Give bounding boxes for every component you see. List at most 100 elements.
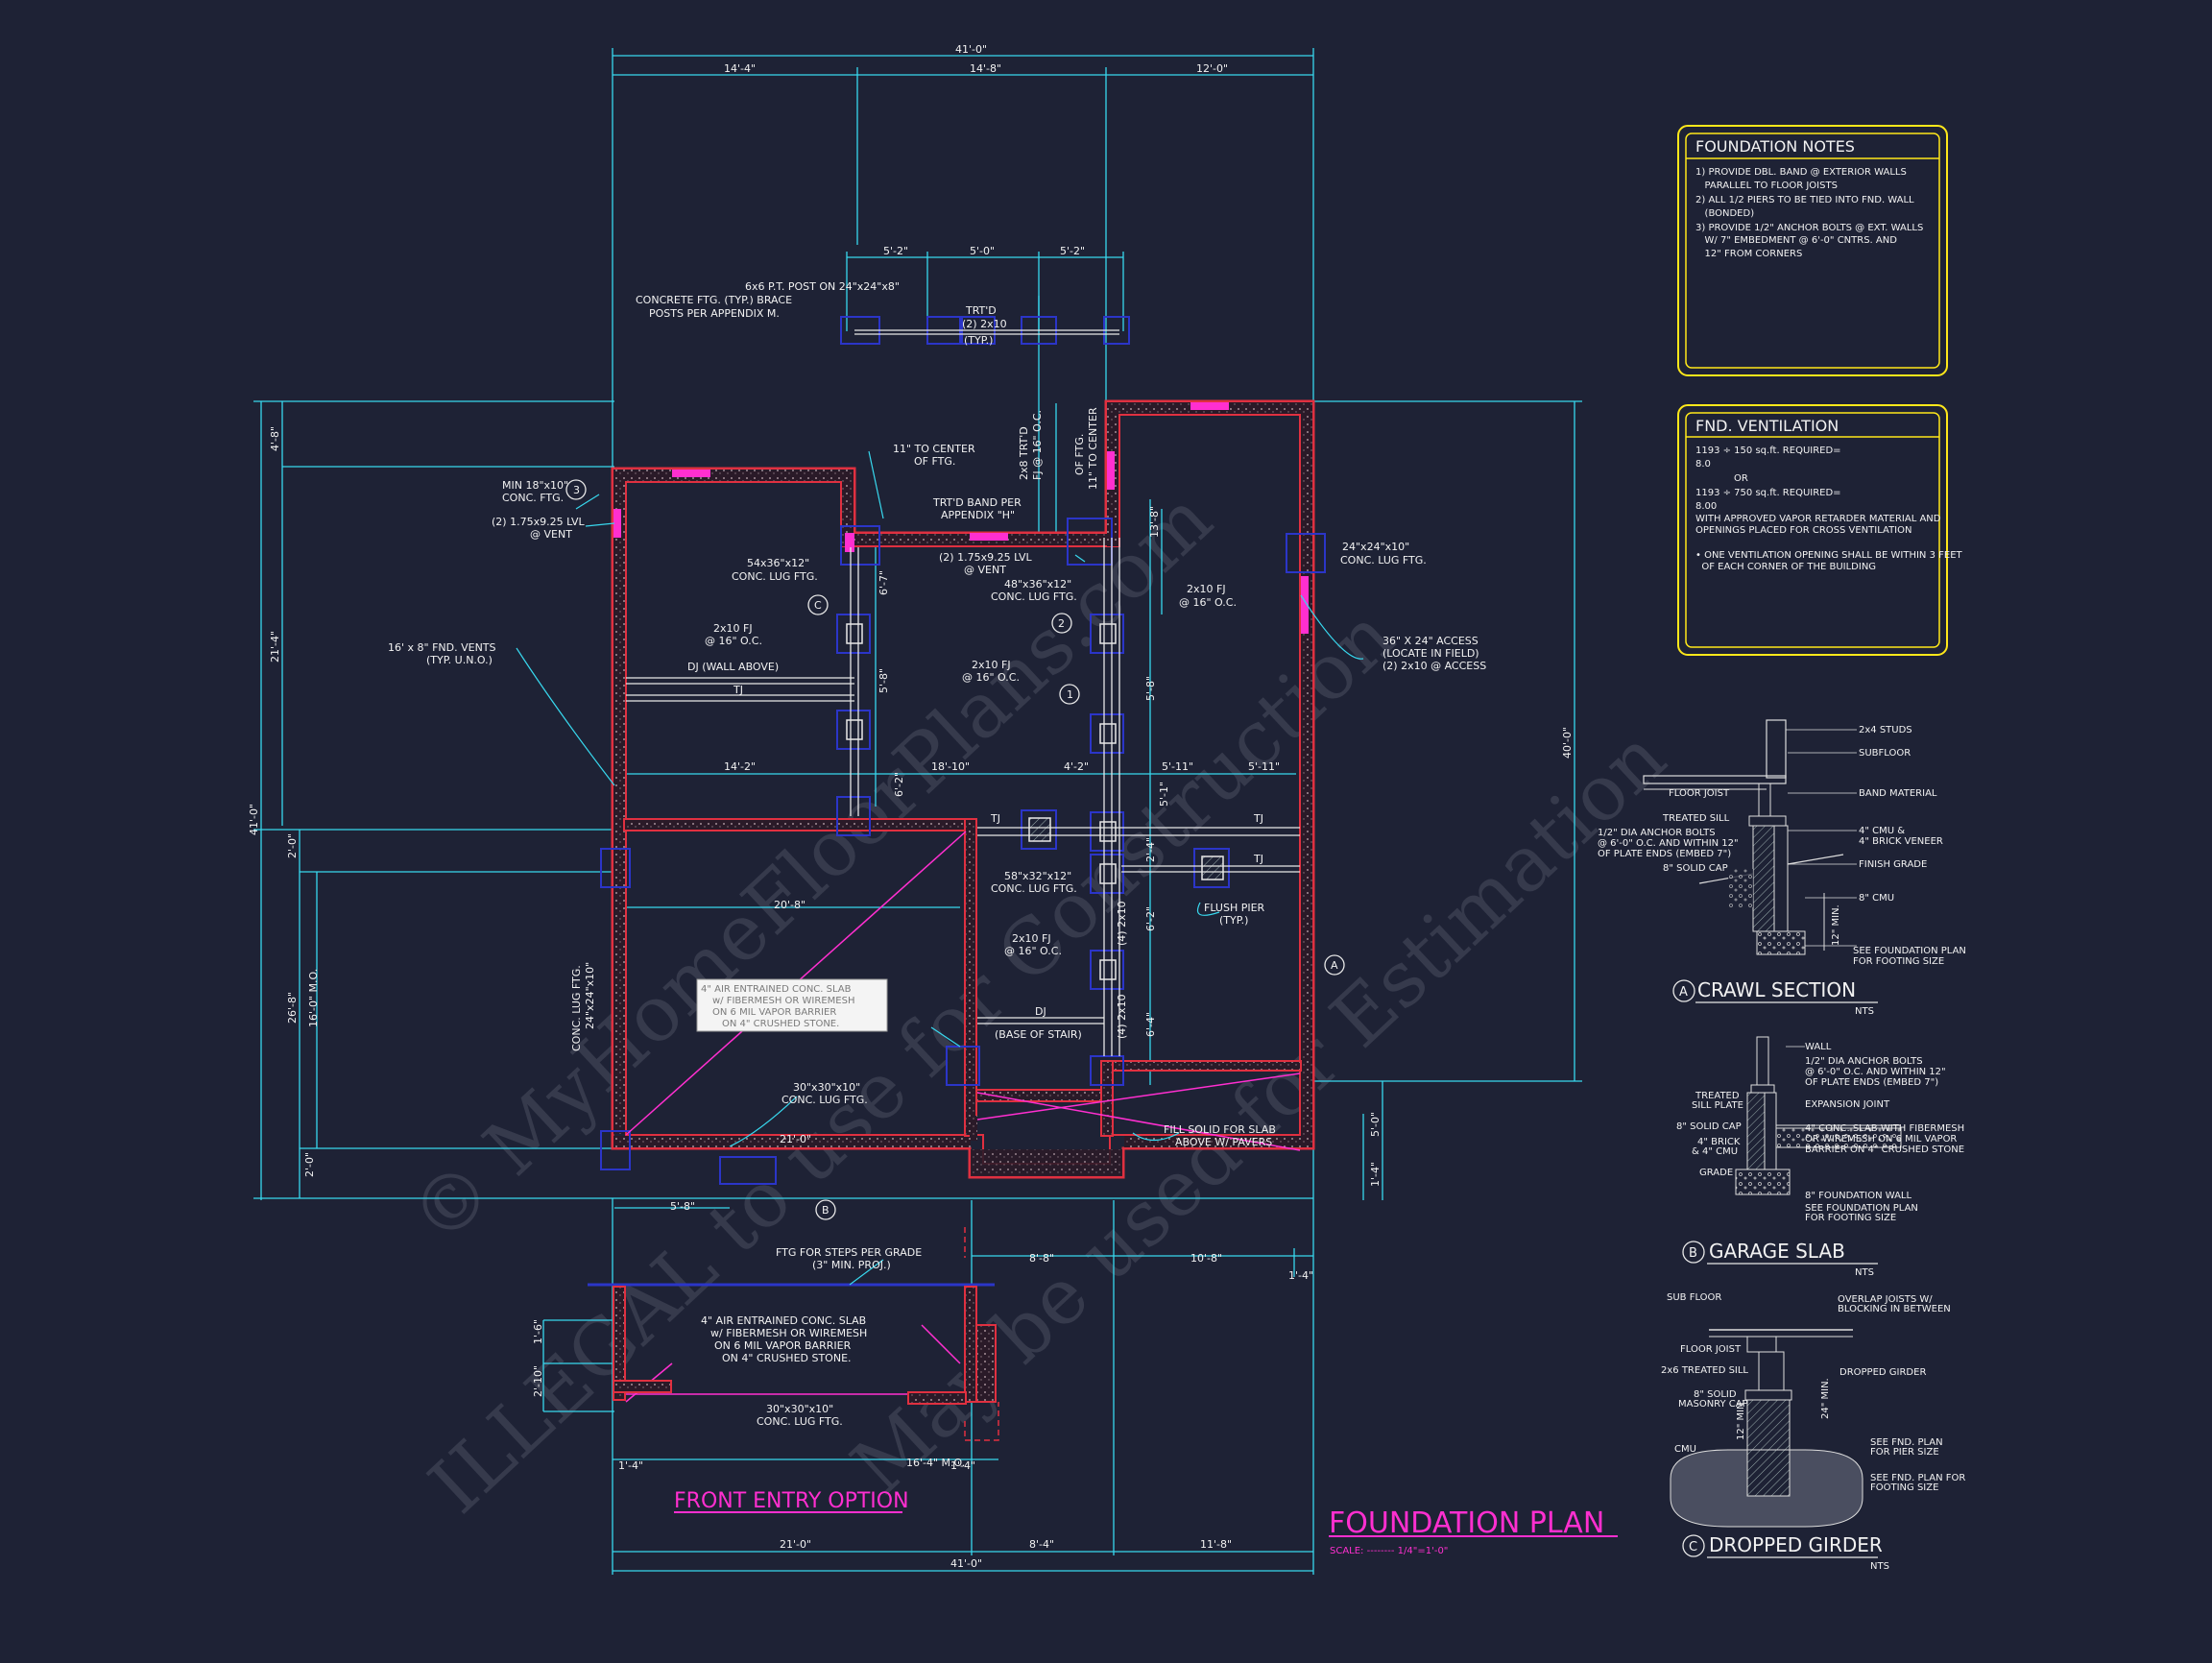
crawl-section-detail: 2x4 STUDS SUBFLOOR FLOOR JOIST BAND MATE… xyxy=(1598,719,1966,1017)
dim-left-overall: 41'-0" xyxy=(248,804,260,835)
garage-slab-1: 4" CONC. SLAB WITH FIBERMESH xyxy=(1805,1123,1964,1134)
dim-v-c: 6'-2" xyxy=(893,772,905,797)
girder-tag: C xyxy=(1689,1540,1697,1555)
plan-labels: 41'-0" 14'-4" 14'-8" 12'-0" 5'-2" 5'-0" … xyxy=(248,43,1574,1570)
dim-garage-top: 20'-8" xyxy=(774,899,805,911)
tj-3: TJ xyxy=(1253,853,1263,865)
slab-1: 4" AIR ENTRAINED CONC. SLAB xyxy=(701,984,852,995)
steps-2: (3" MIN. PROJ.) xyxy=(812,1259,891,1271)
crawl-bolts-3: OF PLATE ENDS (EMBED 7") xyxy=(1598,849,1731,859)
tag-2: 2 xyxy=(1058,617,1065,630)
front-entry-title: FRONT ENTRY OPTION xyxy=(674,1489,909,1513)
girder-overlap-1: OVERLAP JOISTS W/ xyxy=(1838,1294,1933,1305)
center-ftg-2: OF FTG. xyxy=(914,455,955,468)
fj-right-2: @ 16" O.C. xyxy=(1179,596,1237,609)
dim-top-b: 14'-8" xyxy=(970,62,1001,75)
girder-sub-floor: SUB FLOOR xyxy=(1667,1292,1721,1303)
foundation-notes-line-3: 2) ALL 1/2 PIERS TO BE TIED INTO FND. WA… xyxy=(1695,195,1914,205)
lug-24-2: CONC. LUG FTG. xyxy=(1340,554,1427,566)
garage-tag: B xyxy=(1689,1246,1697,1261)
dim-entry-b: 16'-4" M.O. xyxy=(906,1457,965,1469)
fj-vert-1: 2x8 TRT'D xyxy=(1018,426,1030,480)
conc-lug-v-1: CONC. LUG FTG. xyxy=(570,965,583,1051)
flush-2: (TYP.) xyxy=(1219,914,1248,927)
dim-overall-top: 41'-0" xyxy=(955,43,987,56)
entry-lug-1: 30"x30"x10" xyxy=(766,1403,833,1415)
crawl-solid-cap: 8" SOLID CAP xyxy=(1663,863,1728,874)
flush-1: FLUSH PIER xyxy=(1204,902,1265,914)
dim-left-b: 21'-4" xyxy=(269,631,281,663)
crawl-band: BAND MATERIAL xyxy=(1859,788,1937,799)
crawl-studs: 2x4 STUDS xyxy=(1859,725,1912,735)
tag-b: B xyxy=(822,1204,830,1217)
lug-48-1: 48"x36"x12" xyxy=(1004,578,1071,590)
dim-bottom-a: 5'-8" xyxy=(670,1200,695,1213)
access-2: (LOCATE IN FIELD) xyxy=(1382,647,1479,660)
fnd-vent-line-2: 8.0 xyxy=(1695,459,1711,470)
lvl-mid-1: (2) 1.75x9.25 LVL xyxy=(939,551,1033,564)
band-2: APPENDIX "H" xyxy=(941,509,1015,521)
lug-48-2: CONC. LUG FTG. xyxy=(991,590,1077,603)
fnd-vent-line-9: • ONE VENTILATION OPENING SHALL BE WITHI… xyxy=(1695,550,1963,561)
access-3: (2) 2x10 @ ACCESS xyxy=(1382,660,1486,672)
entry-slab-1: 4" AIR ENTRAINED CONC. SLAB xyxy=(701,1314,866,1327)
girder-treated-sill: 2x6 TREATED SILL xyxy=(1661,1365,1748,1376)
tj-left: TJ xyxy=(733,684,743,696)
dim-left-c: 2'-0" xyxy=(286,833,299,858)
garage-brick-2: & 4" CMU xyxy=(1692,1146,1738,1157)
girder-title: DROPPED GIRDER xyxy=(1709,1533,1883,1556)
dim-bottom-c: 10'-8" xyxy=(1190,1252,1222,1265)
garage-see-1: SEE FOUNDATION PLAN xyxy=(1805,1203,1918,1214)
girder-ftg-1: SEE FND. PLAN FOR xyxy=(1870,1473,1965,1483)
base-stair: (BASE OF STAIR) xyxy=(995,1028,1082,1041)
dim-bot-b: 8'-4" xyxy=(1029,1538,1054,1551)
garage-bolts-2: @ 6'-0" O.C. AND WITHIN 12" xyxy=(1805,1067,1946,1077)
dim-porch-a: 5'-2" xyxy=(883,245,908,257)
crawl-floor-joist: FLOOR JOIST xyxy=(1669,788,1730,799)
dim-v-i: 13'-8" xyxy=(1148,506,1161,538)
center-ftg-1: 11" TO CENTER xyxy=(893,443,975,455)
steps-1: FTG FOR STEPS PER GRADE xyxy=(776,1246,922,1259)
tag-a: A xyxy=(1331,959,1338,972)
dim-porch-b: 5'-0" xyxy=(970,245,995,257)
garage-grade: GRADE xyxy=(1699,1168,1733,1178)
dim-right-a: 5'-0" xyxy=(1369,1112,1382,1137)
crawl-tag: A xyxy=(1679,985,1688,1000)
garage-bolts-1: 1/2" DIA ANCHOR BOLTS xyxy=(1805,1056,1923,1067)
crawl-title: CRAWL SECTION xyxy=(1697,978,1856,1001)
dim-mid-e: 5'-11" xyxy=(1248,760,1280,773)
dim-left-d: 26'-8" xyxy=(286,992,299,1024)
crawl-cmu8: 8" CMU xyxy=(1859,893,1894,904)
tag-c: C xyxy=(814,599,822,612)
entry-slab-3: ON 6 MIL VAPOR BARRIER xyxy=(714,1339,852,1352)
garage-treated-2: SILL PLATE xyxy=(1692,1100,1743,1111)
dim-top-c: 12'-0" xyxy=(1196,62,1228,75)
dim-mid-d: 5'-11" xyxy=(1162,760,1193,773)
garage-treated-1: TREATED xyxy=(1695,1091,1740,1101)
girder-ftg-2: FOOTING SIZE xyxy=(1870,1482,1938,1493)
slab-2: w/ FIBERMESH OR WIREMESH xyxy=(712,996,854,1006)
fj-left-1: 2x10 FJ xyxy=(713,622,753,635)
fnd-vent-line-1: 1193 ÷ 150 sq.ft. REQUIRED= xyxy=(1695,446,1841,456)
foundation-notes-line-6: W/ 7" EMBEDMENT @ 6'-0" CNTRS. AND xyxy=(1695,235,1897,246)
leader-lines xyxy=(516,450,1364,1286)
dim-entry-c: 1'-4" xyxy=(950,1459,975,1472)
crawl-nts: NTS xyxy=(1855,1006,1874,1017)
dim-entry-v2: 2'-10" xyxy=(532,1365,544,1397)
garage-slab-detail: WALL 1/2" DIA ANCHOR BOLTS @ 6'-0" O.C. … xyxy=(1676,1036,1964,1278)
ftg-center-1: OF FTG. xyxy=(1073,434,1086,475)
fill-2: ABOVE W/ PAVERS xyxy=(1175,1136,1272,1148)
dim-garage-mo: 16'-0" M.O. xyxy=(307,969,320,1027)
garage-wall8: 8" FOUNDATION WALL xyxy=(1805,1191,1911,1201)
garage-bolts-3: OF PLATE ENDS (EMBED 7") xyxy=(1805,1077,1938,1088)
lvl-left-2: @ VENT xyxy=(530,528,572,541)
foundation-notes-box: FOUNDATION NOTES 1) PROVIDE DBL. BAND @ … xyxy=(1677,125,1948,376)
fnd-vent-line-7: OPENINGS PLACED FOR CROSS VENTILATION xyxy=(1695,525,1911,536)
garage-nts: NTS xyxy=(1855,1267,1874,1278)
girder-2: (4) 2x10 xyxy=(1116,994,1128,1039)
slab-4: ON 4" CRUSHED STONE. xyxy=(722,1019,839,1029)
dj-wall: DJ (WALL ABOVE) xyxy=(687,661,779,673)
fj-right-1: 2x10 FJ xyxy=(1187,583,1226,595)
entry-lug-2: CONC. LUG FTG. xyxy=(757,1415,843,1428)
